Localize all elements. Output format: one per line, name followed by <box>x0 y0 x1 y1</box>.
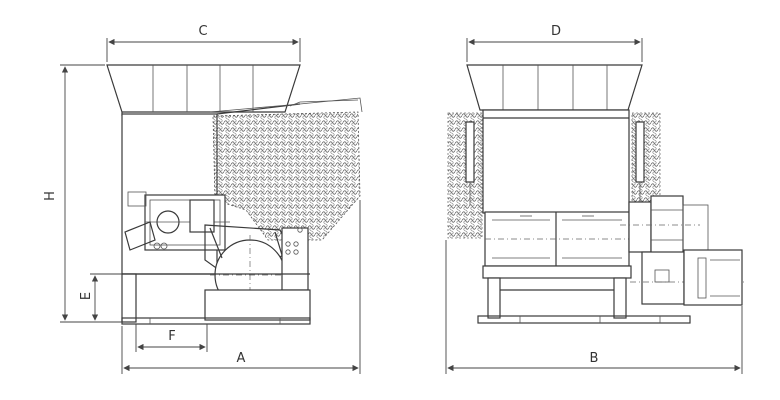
dimension-c: C <box>106 24 301 62</box>
front-mesh-left <box>447 112 483 239</box>
dimension-d: D <box>466 24 643 62</box>
dimension-d-label: D <box>551 24 561 39</box>
side-body <box>121 97 363 275</box>
dimension-f: F <box>135 324 208 352</box>
dimension-h-label: H <box>43 191 58 201</box>
front-body <box>465 109 645 267</box>
side-view: C H E F A <box>43 24 363 374</box>
side-hopper <box>106 64 301 116</box>
side-mesh-guard <box>212 111 361 241</box>
front-hopper <box>466 64 643 111</box>
dimension-e-label: E <box>79 292 94 300</box>
front-base <box>477 265 691 324</box>
front-pulley <box>620 195 709 255</box>
front-view: D B <box>445 24 745 374</box>
side-gearbox <box>124 191 230 251</box>
dimension-b: B <box>445 240 743 374</box>
dimension-a: A <box>121 200 361 374</box>
dimension-a-label: A <box>237 351 246 366</box>
side-base <box>121 273 311 325</box>
dimension-e: E <box>79 273 122 323</box>
dimension-f-label: F <box>168 329 175 344</box>
front-motor <box>630 249 745 306</box>
dimension-c-label: C <box>198 24 207 39</box>
dimension-b-label: B <box>590 351 599 366</box>
dimension-h: H <box>43 64 120 323</box>
